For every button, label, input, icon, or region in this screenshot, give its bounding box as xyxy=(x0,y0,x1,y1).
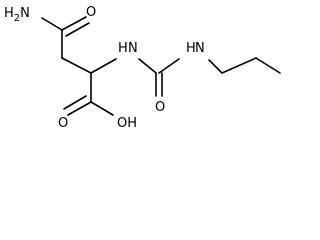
bond-n1-curea xyxy=(138,58,157,74)
bond-calpha-n1 xyxy=(90,58,117,74)
atom-urea-n2: N xyxy=(195,41,205,56)
bond-cacid-o-2 xyxy=(63,95,87,110)
bond-amide-c-n xyxy=(41,17,63,31)
bond-amide-c-o-2 xyxy=(65,22,90,37)
bonds xyxy=(41,16,281,116)
atom-labels: H2N O H N O H N O OH xyxy=(4,5,205,131)
atom-amide-o: O xyxy=(86,5,96,20)
bond-c1-c2 xyxy=(221,57,257,74)
atom-acid-oh: OH xyxy=(117,116,137,131)
atom-urea-n1-h: H xyxy=(118,41,128,56)
bond-amide-c-o-1 xyxy=(61,16,87,31)
bond-curea-n2 xyxy=(158,58,180,74)
atom-urea-n1: N xyxy=(128,41,138,56)
bond-cacid-oh xyxy=(90,101,114,116)
molecule-diagram: H2N O H N O H N O OH xyxy=(4,5,281,131)
atom-acid-o: O xyxy=(58,116,68,131)
bond-cacid-o-1 xyxy=(67,101,92,116)
atom-amide-nh2: H2N xyxy=(4,6,30,24)
atom-urea-o: O xyxy=(155,100,165,115)
bond-c2-c3 xyxy=(255,57,281,74)
atom-urea-n2-h: H xyxy=(186,41,196,56)
bond-n2-c1 xyxy=(208,59,223,74)
bond-ch2-calpha xyxy=(61,57,92,74)
